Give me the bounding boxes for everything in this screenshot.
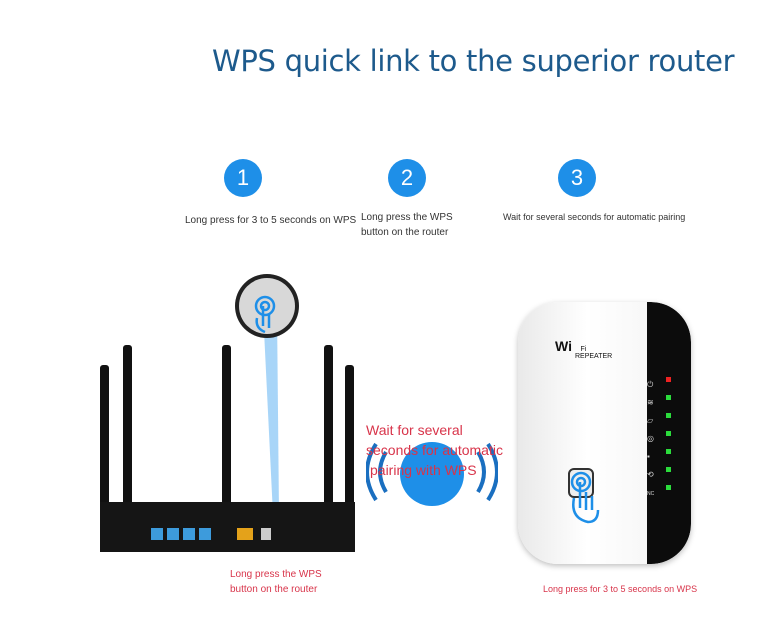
repeater-leds: ⏻ ≋ ▱ ◎ ▪ ⟲ NC — [647, 374, 671, 500]
wps-beam — [263, 310, 279, 515]
router-wan-port — [237, 528, 253, 540]
signal-icon: ◎ — [647, 434, 654, 443]
center-text-line3: pairing with WPS — [370, 462, 477, 478]
step-2-caption: Long press the WPS button on the router — [361, 210, 453, 240]
center-wait-text: Wait for several seconds for automatic p… — [366, 420, 516, 480]
logo-fi: Fi — [580, 346, 587, 353]
led-wps — [666, 467, 671, 472]
step-2-caption-line2: button on the router — [361, 227, 449, 238]
router-antennas — [100, 345, 354, 525]
router-caption-line2: button on the router — [230, 584, 318, 595]
step-1-badge: 1 — [224, 159, 262, 197]
wps-signal-icon — [366, 442, 498, 506]
led-wifi — [666, 395, 671, 400]
center-text-line2: seconds for automatic — [366, 442, 503, 458]
router-image — [100, 274, 355, 552]
lan-icon: ▪ — [647, 452, 650, 461]
logo-repeater: REPEATER — [575, 353, 613, 360]
step-3-caption: Wait for several seconds for automatic p… — [503, 212, 686, 222]
router-body — [100, 502, 355, 552]
center-text-line1: Wait for several — [366, 422, 463, 438]
power-icon: ⏻ — [647, 380, 654, 389]
router-caption-line1: Long press the WPS — [230, 569, 322, 580]
link-icon: ▱ — [647, 416, 654, 425]
repeater-device: Wi Fi REPEATER ⏻ ≋ ▱ ◎ ▪ ⟲ NC — [518, 302, 691, 564]
wifi-icon: ≋ — [647, 398, 654, 407]
step-1-caption: Long press for 3 to 5 seconds on WPS — [185, 215, 357, 226]
step-3-badge: 3 — [558, 159, 596, 197]
logo-wi: Wi — [555, 338, 572, 354]
repeater-caption: Long press for 3 to 5 seconds on WPS — [543, 584, 698, 594]
repeater-logo: Wi Fi REPEATER — [555, 338, 612, 360]
step-2-badge: 2 — [388, 159, 426, 197]
led-signal — [666, 431, 671, 436]
router-caption: Long press the WPS button on the router — [230, 567, 322, 597]
finger-press-icon — [254, 295, 276, 334]
step-2-caption-line1: Long press the WPS — [361, 212, 453, 223]
page-title: WPS quick link to the superior router — [212, 44, 735, 78]
led-link — [666, 413, 671, 418]
led-power — [666, 377, 671, 382]
led-lan — [666, 449, 671, 454]
nc-label: NC — [647, 491, 655, 497]
router-usb-port — [261, 528, 271, 540]
wps-icon: ⟲ — [647, 470, 654, 479]
led-nc — [666, 485, 671, 490]
finger-press-icon — [570, 471, 600, 524]
router-lan-ports — [151, 528, 211, 540]
